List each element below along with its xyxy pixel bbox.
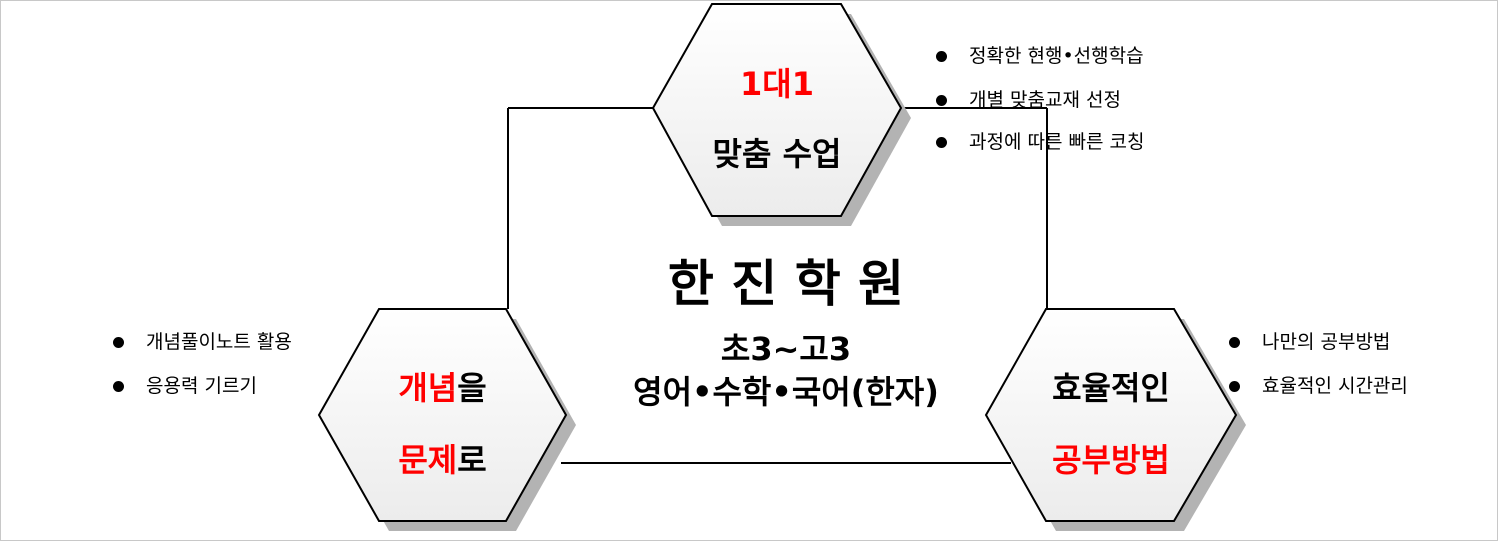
bullet-text: 과정에 따른 빠른 코칭 [969, 131, 1145, 153]
center-grades: 초3~고3 [720, 330, 852, 368]
top-hex-line2: 맞춤 수업 [712, 135, 842, 173]
left-hex-line2-red: 문제 [398, 441, 458, 479]
bullet-text: 응용력 기르기 [146, 375, 257, 397]
bullet-icon [1229, 337, 1240, 348]
hexagon-top [651, 3, 911, 226]
right-bullet: 효율적인 시간관리 [1229, 371, 1408, 398]
bullet-icon [113, 337, 124, 348]
top-hex-line1: 1대1 [740, 65, 814, 103]
right-hex-line2: 공부방법 [1052, 441, 1170, 479]
right-bullet: 나만의 공부방법 [1229, 327, 1390, 354]
left-bullet: 응용력 기르기 [113, 371, 257, 398]
left-hex-line1-black: 을 [457, 369, 487, 407]
bullet-icon [936, 137, 947, 148]
left-hex-line2-black: 로 [457, 441, 487, 479]
left-hex-line2: 문제로 [319, 435, 566, 481]
bullet-icon [936, 51, 947, 62]
top-bullet: 정확한 현행•선행학습 [936, 41, 1144, 68]
bullet-icon [113, 381, 124, 392]
center-title: 한 진 학 원 [667, 255, 905, 313]
top-bullet: 과정에 따른 빠른 코칭 [936, 127, 1144, 154]
hexagon-right [984, 308, 1246, 531]
bullet-text: 효율적인 시간관리 [1262, 375, 1408, 397]
center-subjects: 영어•수학•국어(한자) [633, 373, 939, 411]
bullet-icon [936, 95, 947, 106]
left-hex-line1: 개념을 [319, 363, 566, 409]
top-bullet: 개별 맞춤교재 선정 [936, 85, 1121, 112]
hexagon-left [317, 308, 576, 531]
bullet-text: 개념풀이노트 활용 [146, 331, 292, 353]
bullet-text: 개별 맞춤교재 선정 [969, 89, 1121, 111]
left-bullet: 개념풀이노트 활용 [113, 327, 292, 354]
bullet-icon [1229, 381, 1240, 392]
bullet-text: 나만의 공부방법 [1262, 331, 1391, 353]
connector-lines [507, 107, 1048, 464]
bullet-text: 정확한 현행•선행학습 [969, 45, 1144, 67]
right-hex-line1: 효율적인 [1052, 369, 1170, 407]
left-hex-line1-red: 개념 [398, 369, 458, 407]
